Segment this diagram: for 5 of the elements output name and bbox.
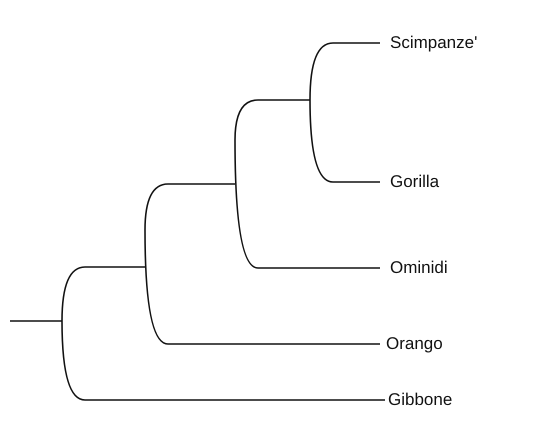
taxon-label: Gorilla (390, 172, 440, 192)
taxon-label: Ominidi (390, 258, 448, 278)
taxon-label: Scimpanze' (390, 33, 478, 53)
taxon-label: Orango (386, 334, 443, 354)
taxon-label: Gibbone (388, 390, 452, 410)
